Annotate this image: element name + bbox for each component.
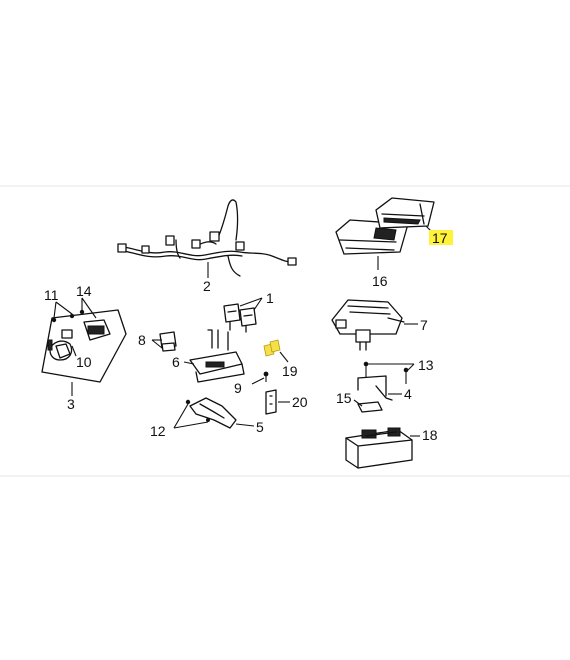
mounting-plate [189,397,237,429]
wiring-harness [117,199,297,277]
screw-dot [206,418,210,422]
battery-pad [357,401,383,413]
callout-16: 16 [372,273,388,289]
module-plug [355,329,371,343]
screw-dot [363,361,369,367]
battery-terminal [361,429,377,439]
callout-10: 10 [76,354,92,370]
callout-6: 6 [172,354,180,370]
leader-9 [251,377,265,385]
harness-connector [141,245,150,254]
leader-8b [151,339,163,349]
switch-connector [61,329,73,339]
callout-11: 11 [44,287,59,303]
callout-7: 7 [420,317,428,333]
callout-1: 1 [266,290,274,306]
callout-15: 15 [336,390,352,406]
leader-19 [279,351,289,363]
screw-dot [69,313,75,319]
callout-19: 19 [282,363,298,379]
harness-connector-left [117,243,127,253]
leader-11b [55,301,73,315]
harness-connector-right [287,257,297,266]
callout-2: 2 [203,278,211,294]
callout-13: 13 [418,357,434,373]
screw-dot [263,371,269,377]
clip [265,389,277,415]
leader-1a [239,297,263,307]
callout-18: 18 [422,427,438,443]
leader-12a [173,403,189,429]
harness-connector [209,231,220,242]
leader-12b [173,421,209,429]
switch-screw [47,339,53,351]
relay-bracket [159,329,245,383]
screw-dot [185,399,191,405]
callout-8: 8 [138,332,146,348]
leader-10 [71,345,77,357]
fuses [263,339,281,357]
callout-14: 14 [76,283,92,299]
leader-15 [353,399,363,407]
module-tab [335,319,347,329]
callout-5: 5 [256,419,264,435]
regulator-module [331,299,405,351]
callout-12: 12 [150,423,166,439]
screw-dot [79,309,85,315]
switch-housing-group [41,309,127,383]
callout-3: 3 [67,396,75,412]
relays [223,303,257,333]
leader-11a [53,301,57,319]
callout-20: 20 [292,394,308,410]
bracket-slot [205,361,225,368]
leader-1b [253,297,263,311]
leader-14b [81,297,97,319]
ecu-unit [335,197,435,255]
callout-17: 17 [432,230,448,246]
screw-dot [51,317,57,323]
harness-connector [235,241,245,251]
harness-connector [191,239,201,249]
battery-bracket [357,375,393,413]
leader-6 [183,361,195,365]
harness-connector [165,235,175,246]
switch-block-inner [87,325,105,335]
leader-5 [235,423,255,427]
callout-4: 4 [404,386,412,402]
callout-17-highlight [429,230,453,245]
callout-9: 9 [234,380,242,396]
battery [345,427,413,469]
leader-13b [407,363,415,371]
screw-dot [403,367,409,373]
